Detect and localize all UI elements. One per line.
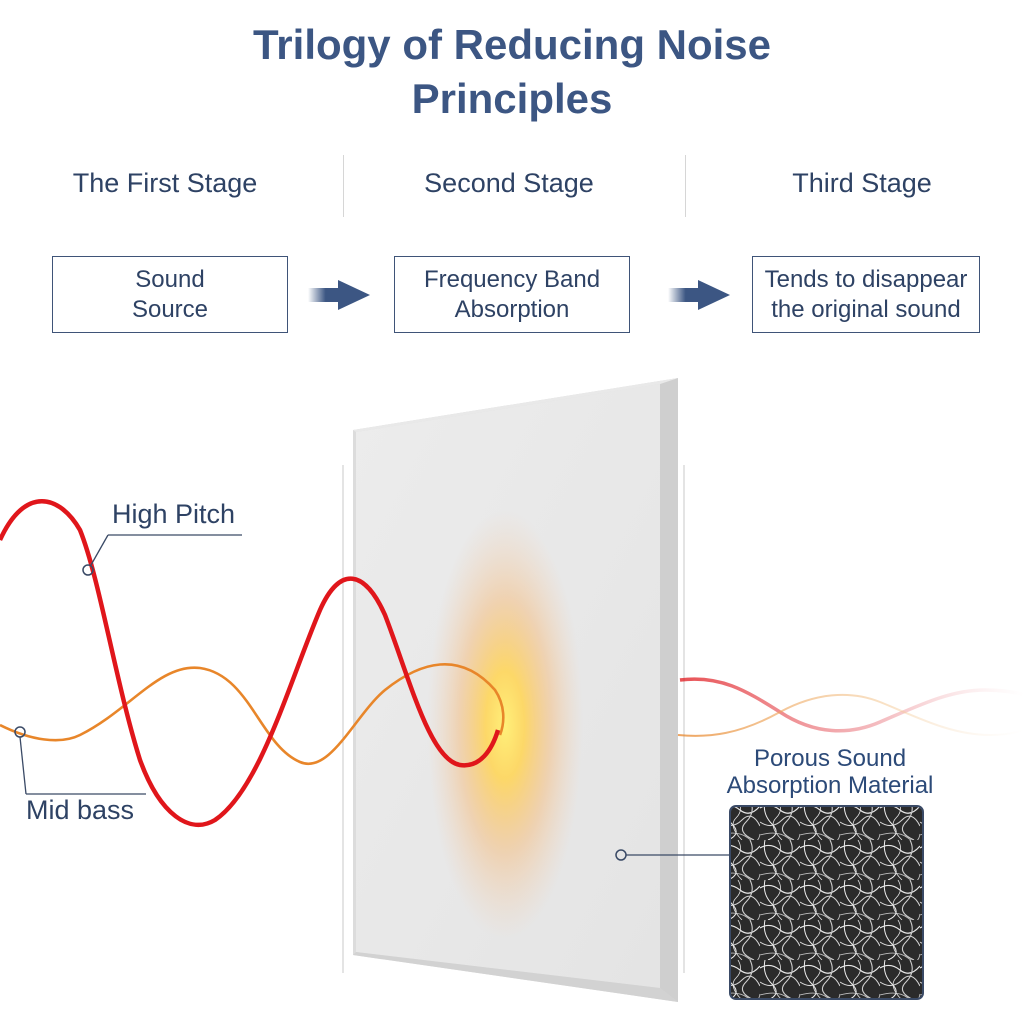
high-pitch-wave (0, 499, 501, 827)
stage-label-third: Third Stage (792, 168, 932, 198)
porous-label-line-1: Porous Sound (753, 745, 907, 772)
stage-box-frequency-absorption: Frequency Band Absorption (394, 256, 630, 333)
box-text-line: Source (131, 295, 209, 323)
box-text-line: Absorption (454, 295, 570, 323)
box-text-line: Tends to disappear (764, 265, 968, 293)
title-line-2: Principles (411, 75, 613, 122)
page-title: Trilogy of Reducing Noise Principles (0, 18, 1024, 126)
box-text-line: the original sound (771, 295, 961, 323)
mid-bass-wave-faded (677, 693, 1024, 737)
arrow-right-icon (308, 280, 370, 310)
porous-material-callout (615, 849, 730, 861)
high-pitch-callout (82, 534, 242, 576)
arrow-right-icon (668, 280, 730, 310)
acoustic-panel (353, 378, 678, 1002)
porous-label-line-2: Absorption Material (726, 772, 934, 799)
title-line-1: Trilogy of Reducing Noise (252, 21, 772, 68)
stage-box-sound-source: Sound Source (52, 256, 288, 333)
porous-material-label: Porous Sound Absorption Material (700, 745, 960, 799)
absorption-glow (427, 510, 583, 940)
porous-material-image (729, 805, 924, 1000)
mid-bass-label: Mid bass (26, 795, 135, 825)
high-pitch-wave-faded (679, 677, 1024, 733)
stage-divider (685, 155, 686, 217)
stage-label-first: The First Stage (72, 168, 258, 198)
box-text-line: Sound (135, 265, 205, 293)
mid-bass-wave (0, 663, 505, 766)
mid-bass-callout (14, 726, 146, 795)
stage-box-disappear: Tends to disappear the original sound (752, 256, 980, 333)
high-pitch-label: High Pitch (112, 499, 236, 529)
stage-divider (343, 155, 344, 217)
stage-label-second: Second Stage (424, 168, 594, 198)
box-text-line: Frequency Band (423, 265, 601, 293)
